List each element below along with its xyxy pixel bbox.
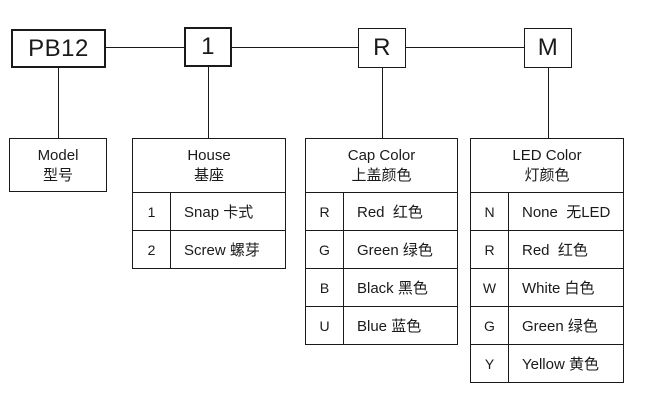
row-code: N	[471, 193, 509, 230]
table-title-en: LED Color	[512, 147, 582, 164]
table-house-header: House 基座	[133, 139, 285, 193]
table-row: G Green 绿色	[471, 307, 623, 345]
table-row: R Red 红色	[471, 231, 623, 269]
code-box-model: PB12	[11, 29, 106, 68]
table-row: G Green 绿色	[306, 231, 457, 269]
table-title-zh: 型号	[42, 166, 73, 184]
table-row: 2 Screw 螺芽	[133, 231, 285, 268]
row-description: Yellow 黄色	[522, 356, 599, 373]
table-house: House 基座 1 Snap 卡式 2 Screw 螺芽	[132, 138, 286, 269]
row-code: Y	[471, 345, 509, 382]
connector-line-horizontal	[232, 47, 358, 48]
row-code: W	[471, 269, 509, 306]
table-title-zh: 基座	[193, 167, 224, 184]
row-description: Red 红色	[522, 242, 588, 259]
code-box-led-color: M	[524, 28, 572, 68]
row-description: None 无LED	[522, 204, 611, 221]
row-description: Snap 卡式	[184, 204, 254, 221]
row-code: U	[306, 307, 344, 344]
table-row: N None 无LED	[471, 193, 623, 231]
table-title-en: Cap Color	[347, 147, 416, 164]
row-code: G	[306, 231, 344, 268]
table-row: W White 白色	[471, 269, 623, 307]
connector-line-horizontal	[406, 47, 524, 48]
connector-line-vertical	[208, 67, 209, 138]
table-title-zh: 上盖颜色	[351, 167, 412, 184]
table-cap-color-header: Cap Color 上盖颜色	[306, 139, 457, 193]
code-box-cap-color: R	[358, 28, 406, 68]
connector-line-vertical	[548, 68, 549, 138]
row-code: B	[306, 269, 344, 306]
row-description: White 白色	[522, 280, 595, 297]
table-led-color: LED Color 灯颜色 N None 无LED R Red 红色 W Whi…	[470, 138, 624, 383]
row-code: R	[471, 231, 509, 268]
table-title-en: Model	[37, 146, 79, 164]
row-description: Blue 蓝色	[357, 318, 422, 335]
row-description: Red 红色	[357, 204, 423, 221]
row-description: Green 绿色	[522, 318, 598, 335]
connector-line-horizontal	[106, 47, 184, 48]
table-row: 1 Snap 卡式	[133, 193, 285, 231]
row-code: R	[306, 193, 344, 230]
row-description: Black 黑色	[357, 280, 428, 297]
row-code: 1	[133, 193, 171, 230]
table-row: U Blue 蓝色	[306, 307, 457, 344]
table-title-en: House	[187, 147, 231, 164]
table-row: B Black 黑色	[306, 269, 457, 307]
table-model-header: Model 型号	[10, 139, 106, 191]
row-code: G	[471, 307, 509, 344]
table-title-zh: 灯颜色	[524, 167, 570, 184]
row-code: 2	[133, 231, 171, 268]
connector-line-vertical	[382, 68, 383, 138]
table-row: R Red 红色	[306, 193, 457, 231]
table-model: Model 型号	[9, 138, 107, 192]
row-description: Green 绿色	[357, 242, 433, 259]
row-description: Screw 螺芽	[184, 242, 260, 259]
connector-line-vertical	[58, 68, 59, 138]
table-row: Y Yellow 黄色	[471, 345, 623, 382]
table-led-color-header: LED Color 灯颜色	[471, 139, 623, 193]
code-box-house: 1	[184, 27, 232, 67]
table-cap-color: Cap Color 上盖颜色 R Red 红色 G Green 绿色 B Bla…	[305, 138, 458, 345]
